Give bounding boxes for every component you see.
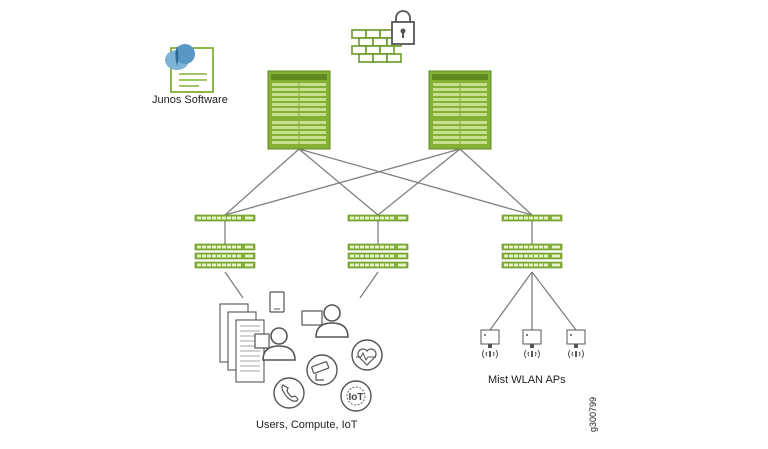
iot-icon: IoT <box>340 380 372 412</box>
access-stack-right <box>502 244 562 268</box>
junos-software-label: Junos Software <box>152 94 228 106</box>
iot-badge-text: IoT <box>349 392 364 403</box>
wireless-ap-icon-1 <box>480 329 500 359</box>
junos-software-icon <box>165 44 214 93</box>
wireless-ap-icon-2 <box>522 329 542 359</box>
access-links <box>224 221 577 331</box>
security-camera-icon <box>306 354 338 386</box>
telephone-icon <box>273 377 305 409</box>
uplink-lines <box>224 148 533 216</box>
mist-wlan-aps-label: Mist WLAN APs <box>488 374 566 386</box>
server-rack-icon <box>219 303 265 383</box>
user-icon-2 <box>301 304 349 338</box>
firewall-lock-icon <box>351 10 415 63</box>
distribution-switch-right <box>501 214 563 222</box>
users-compute-iot-label: Users, Compute, IoT <box>256 419 358 431</box>
access-stack-center <box>348 244 408 268</box>
core-switch-left <box>267 70 331 150</box>
mobile-phone-icon <box>269 291 285 313</box>
heartbeat-icon <box>351 339 383 371</box>
figure-id-label: g300799 <box>588 396 598 432</box>
user-icon-1 <box>254 327 296 361</box>
core-switch-right <box>428 70 492 150</box>
access-stack-left <box>195 244 255 268</box>
wireless-ap-icon-3 <box>566 329 586 359</box>
distribution-switch-center <box>347 214 409 222</box>
distribution-switch-left <box>194 214 256 222</box>
